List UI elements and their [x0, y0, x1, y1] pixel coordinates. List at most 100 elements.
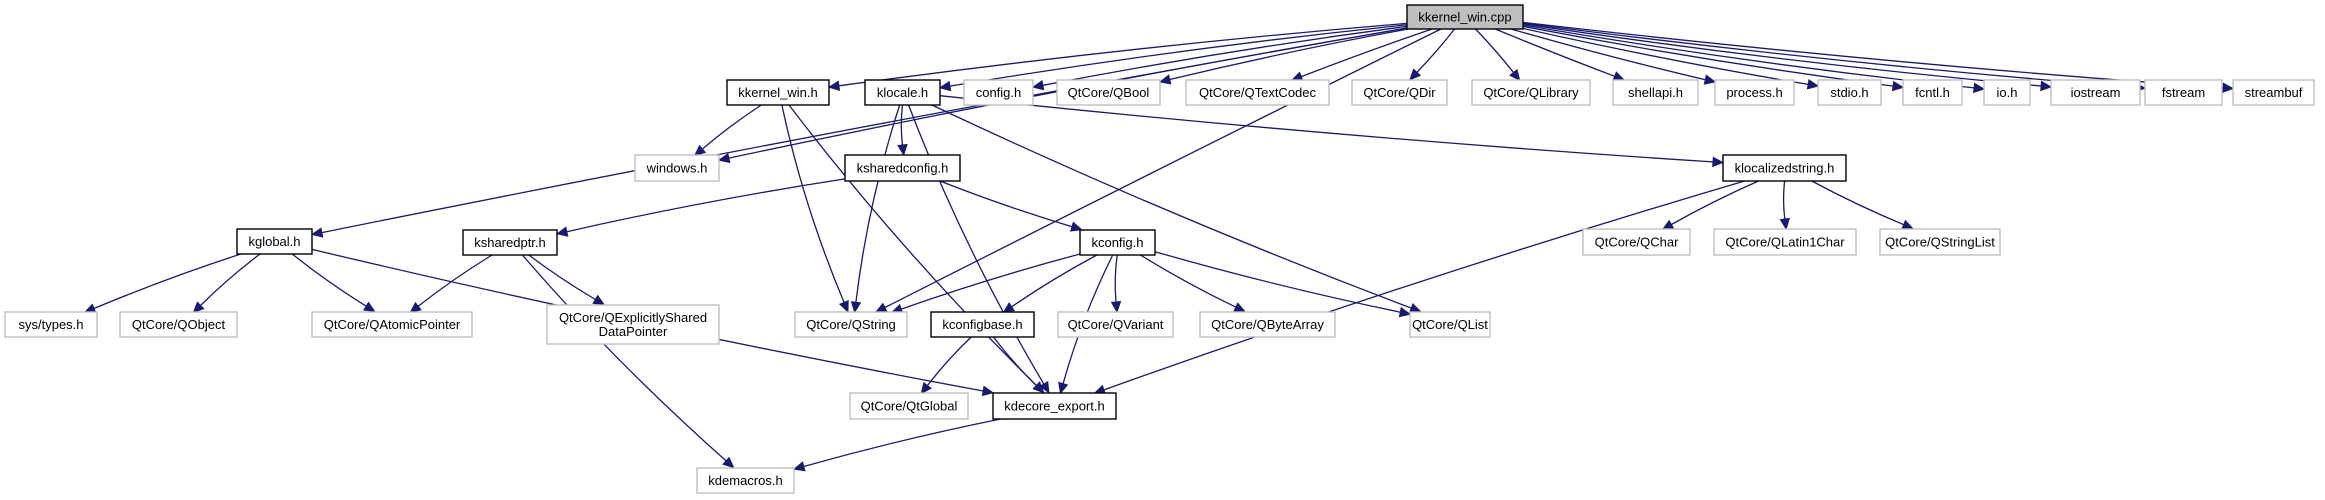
edge-kglobal_h-to-qatomicpointer [291, 253, 367, 307]
node-label: klocalizedstring.h [1735, 161, 1835, 176]
node-box [1713, 228, 1857, 256]
edge-ksharedconfig_h-to-ksharedptr_h [566, 178, 846, 233]
edge-kconfig_h-to-qlist [1154, 251, 1401, 313]
node-label: streambuf [2245, 85, 2303, 100]
arrowhead-icon [592, 294, 606, 306]
arrowhead-icon [722, 456, 735, 469]
node-qlatin1char: QtCore/QLatin1Char [1713, 228, 1857, 256]
arrowhead-icon [2040, 80, 2053, 92]
arrowhead-icon [1002, 302, 1016, 314]
arrowhead-icon [1891, 80, 1905, 92]
edge-kkernel_win_h-to-kdecore_export_h [788, 104, 1037, 386]
arrowhead-icon [874, 302, 888, 313]
node-box [1722, 154, 1847, 182]
node-shellapi-h: shellapi.h [1612, 79, 1699, 106]
edge-kkernel_win_cpp-to-shellapi_h [1495, 28, 1615, 77]
edge-kkernel_win_cpp-to-qdir [1416, 28, 1456, 73]
node-label: process.h [1726, 85, 1782, 100]
edge-ksharedconfig_h-to-kconfig_h [939, 180, 1073, 228]
node-kconfig-h[interactable]: kconfig.h [1079, 229, 1156, 256]
node-label: QtCore/QBool [1068, 85, 1150, 100]
node-label: io.h [1997, 85, 2018, 100]
node-kkernel-win-cpp[interactable]: kkernel_win.cpp [1406, 4, 1524, 30]
arrowhead-icon [1901, 219, 1915, 230]
node-box [696, 467, 795, 494]
edge-kdecore_export_h-to-kdemacros_h [803, 418, 1001, 468]
node-label: stdio.h [1830, 85, 1868, 100]
arrowhead-icon [1409, 68, 1422, 81]
arrowhead-icon [920, 381, 932, 395]
node-box [1199, 311, 1336, 338]
arrowhead-icon [1058, 381, 1069, 395]
arrowhead-icon [1806, 79, 1820, 90]
node-ksharedconfig-h[interactable]: ksharedconfig.h [844, 154, 961, 182]
node-label: config.h [976, 85, 1022, 100]
node-ksharedptr-h[interactable]: ksharedptr.h [462, 229, 558, 256]
node-box [1582, 228, 1691, 256]
node-label: QtCore/QLatin1Char [1725, 235, 1845, 250]
node-label: QtCore/QChar [1595, 235, 1679, 250]
node-qtglobal: QtCore/QtGlobal [849, 392, 969, 420]
edge-kkernel_win_cpp-to-fstream [1522, 22, 2136, 89]
node-label: kkernel_win.cpp [1418, 10, 1511, 25]
node-iostream: iostream [2050, 79, 2141, 106]
node-box [2050, 79, 2141, 106]
edge-kkernel_win_cpp-to-iostream [1522, 23, 2042, 87]
node-box [634, 154, 720, 182]
node-qbool: QtCore/QBool [1056, 79, 1161, 106]
node-qchar: QtCore/QChar [1582, 228, 1691, 256]
arrowhead-icon [693, 144, 707, 157]
edge-klocalizedstring_h-to-qlatin1char [1782, 180, 1786, 220]
node-box [236, 228, 313, 255]
arrowhead-icon [1408, 303, 1422, 313]
arrowhead-icon [1069, 221, 1083, 232]
arrowhead-icon [1509, 68, 1521, 82]
node-label: QtCore/QTextCodec [1199, 85, 1317, 100]
arrowhead-icon [938, 80, 952, 92]
edge-kkernel_win_h-to-qstring [781, 104, 845, 303]
node-label: shellapi.h [1628, 85, 1683, 100]
edge-kkernel_win_cpp-to-process_h [1510, 28, 1706, 81]
node-label: QtCore/QAtomicPointer [324, 317, 461, 332]
edge-kkernel_win_cpp-to-klocale_h [949, 24, 1408, 87]
node-box [1409, 311, 1491, 338]
node-kdemacros-h: kdemacros.h [696, 467, 795, 494]
node-box [1817, 79, 1882, 106]
node-label: QtCore/QString [806, 317, 896, 332]
node-kglobal-h[interactable]: kglobal.h [236, 228, 313, 255]
edge-kconfig_h-to-qbytearray [1140, 254, 1237, 308]
node-box [311, 311, 473, 338]
node-box [794, 311, 908, 338]
node-box [864, 79, 941, 106]
arrowhead-icon [827, 80, 841, 91]
arrowhead-icon [1973, 82, 1986, 94]
node-box [2232, 79, 2315, 106]
arrowhead-icon [897, 143, 908, 157]
node-qlibrary: QtCore/QLibrary [1471, 79, 1591, 106]
node-qlist: QtCore/QList [1409, 311, 1491, 338]
node-box [930, 311, 1035, 338]
edge-kkernel_win_cpp-to-io_h [1522, 24, 1975, 89]
node-box [849, 392, 969, 420]
node-qbytearray: QtCore/QByteArray [1199, 311, 1336, 338]
node-qstring: QtCore/QString [794, 311, 908, 338]
arrowhead-icon [1712, 156, 1725, 168]
edge-kconfig_h-to-qvariant [1114, 254, 1118, 303]
arrowhead-icon [1032, 381, 1045, 394]
node-label: QtCore/QLibrary [1483, 85, 1579, 100]
edge-kkernel_win_cpp-to-config_h [1042, 25, 1408, 86]
arrowhead-icon [981, 385, 995, 397]
edge-kkernel_win_cpp-to-qbool [1169, 28, 1409, 81]
edge-klocale_h-to-kdecore_export_h [907, 104, 1045, 385]
edge-klocale_h-to-qstring [855, 104, 901, 303]
node-kkernel-win-h[interactable]: kkernel_win.h [726, 79, 830, 106]
node-kconfigbase-h[interactable]: kconfigbase.h [930, 311, 1035, 338]
node-kdecore-export-h[interactable]: kdecore_export.h [992, 392, 1117, 420]
node-qatomicpointer: QtCore/QAtomicPointer [311, 311, 473, 338]
node-box [1185, 79, 1330, 106]
edge-kconfigbase_h-to-qtglobal [926, 336, 972, 386]
node-klocalizedstring-h[interactable]: klocalizedstring.h [1722, 154, 1847, 182]
arrowhead-icon [1398, 306, 1412, 318]
arrowhead-icon [409, 301, 422, 314]
node-klocale-h[interactable]: klocale.h [864, 79, 941, 106]
